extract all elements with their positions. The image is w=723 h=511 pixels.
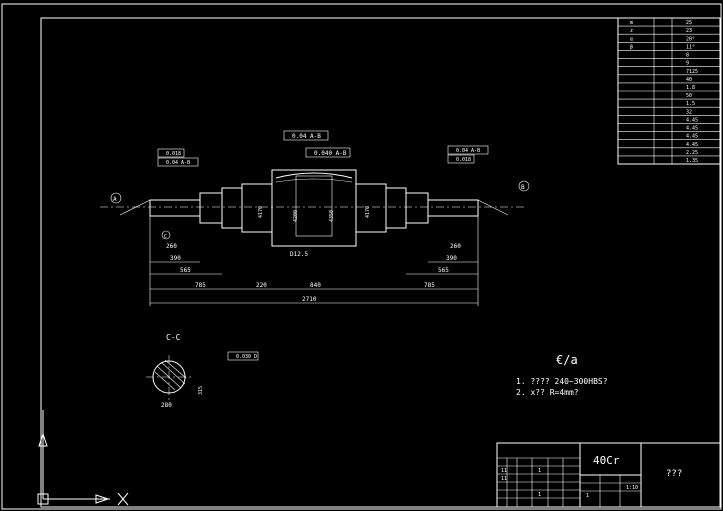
table-cell: 25 — [686, 20, 692, 26]
gdt-section: 0.030 D — [236, 354, 257, 360]
gdt-left-b: 0.04 A-B — [166, 160, 190, 166]
table-cell: β — [630, 44, 633, 50]
inner-border — [40, 17, 721, 508]
table-cell: 40 — [686, 77, 692, 83]
datum-b: B — [521, 184, 525, 191]
gdt-frames: 0.04 A-B 0.040 A-B 0.018 0.04 A-B 0.04 A… — [157, 130, 489, 361]
tb-cell: 1 — [538, 492, 541, 498]
dim-260-right: 260 — [450, 243, 461, 250]
gdt-left-a: 0.018 — [166, 151, 181, 157]
tb-cell: 11 — [501, 476, 507, 482]
table-cell: 4.45 — [686, 142, 698, 148]
notes-line1: 1. ???? 240~300HBS? — [516, 377, 608, 386]
dim-4200: 4200 — [293, 210, 299, 222]
table-cell: 1.35 — [686, 158, 698, 164]
dim-390-right: 390 — [446, 255, 457, 262]
table-cell: 4.45 — [686, 126, 698, 132]
section-view: C-C 280 315 — [146, 333, 204, 409]
ucs-icon[interactable] — [37, 410, 129, 506]
datum-a: A — [113, 196, 117, 203]
outer-border — [1, 3, 722, 510]
datum-c: C — [164, 234, 167, 240]
table-cell: 1.5 — [686, 101, 695, 107]
dim-785-right: 785 — [424, 282, 435, 289]
table-cell: 4.45 — [686, 134, 698, 140]
table-cell: 9 — [686, 61, 689, 67]
dim-220: 220 — [256, 282, 267, 289]
dim-840: 840 — [310, 282, 321, 289]
table-cell: 23 — [686, 28, 692, 34]
dimensions: 2710 785 220 840 785 565 390 260 565 390… — [149, 206, 479, 306]
table-cell: 32 — [686, 109, 692, 115]
table-cell: 50 — [686, 93, 692, 99]
table-cell: 8 — [686, 53, 689, 59]
dim-4350: 4350 — [329, 210, 335, 222]
gdt-top1: 0.04 A-B — [292, 133, 321, 140]
table-cell: 4.45 — [686, 117, 698, 123]
drawing-name-text: ??? — [666, 469, 682, 479]
tb-cell: 11 — [501, 468, 507, 474]
table-cell: α — [630, 36, 633, 42]
dim-4170-right: 4170 — [365, 206, 371, 218]
dim-4170-left: 4170 — [258, 206, 264, 218]
notes-line2: 2. x?? R=4mm? — [516, 388, 579, 397]
title-block: 40Cr ??? 11 1 11 1:10 1 1 — [496, 442, 721, 508]
table-cell: 1.8 — [686, 85, 695, 91]
table-cell: 7125 — [686, 69, 698, 75]
dim-total: 2710 — [302, 296, 317, 303]
notes-symbol: €/a — [556, 353, 578, 367]
datum-markers: A B C — [110, 180, 530, 240]
dim-390-left: 390 — [170, 255, 181, 262]
table-cell: m — [630, 20, 633, 26]
table-cell: 20° — [686, 36, 695, 42]
table-cell: z — [630, 28, 633, 34]
gdt-right-a: 0.04 A-B — [456, 148, 480, 154]
tb-cell: 1:10 — [626, 485, 638, 491]
dim-565-left: 565 — [180, 267, 191, 274]
dim-565-right: 565 — [438, 267, 449, 274]
dim-d125: D12.5 — [290, 251, 308, 258]
tb-cell: 1 — [586, 493, 589, 499]
tb-cell: 1 — [538, 468, 541, 474]
section-dim-280: 280 — [161, 402, 172, 409]
material-text: 40Cr — [593, 454, 620, 467]
shaft-view — [100, 169, 525, 247]
gdt-top2: 0.040 A-B — [314, 150, 347, 157]
gdt-right-b: 0.018 — [456, 157, 471, 163]
technical-notes: €/a 1. ???? 240~300HBS? 2. x?? R=4mm? — [516, 353, 608, 397]
table-cell: 11° — [686, 44, 695, 50]
section-label: C-C — [166, 333, 181, 342]
table-cell: 2.25 — [686, 150, 698, 156]
gear-parameter-table: m 25 z 23 α 20° β 11° 8 9 7125 40 1.8 50 1.5 32 4.45 4.45… — [617, 17, 721, 165]
section-dim-315: 315 — [198, 386, 204, 395]
dim-785-left: 785 — [195, 282, 206, 289]
dim-260-left: 260 — [166, 243, 177, 250]
